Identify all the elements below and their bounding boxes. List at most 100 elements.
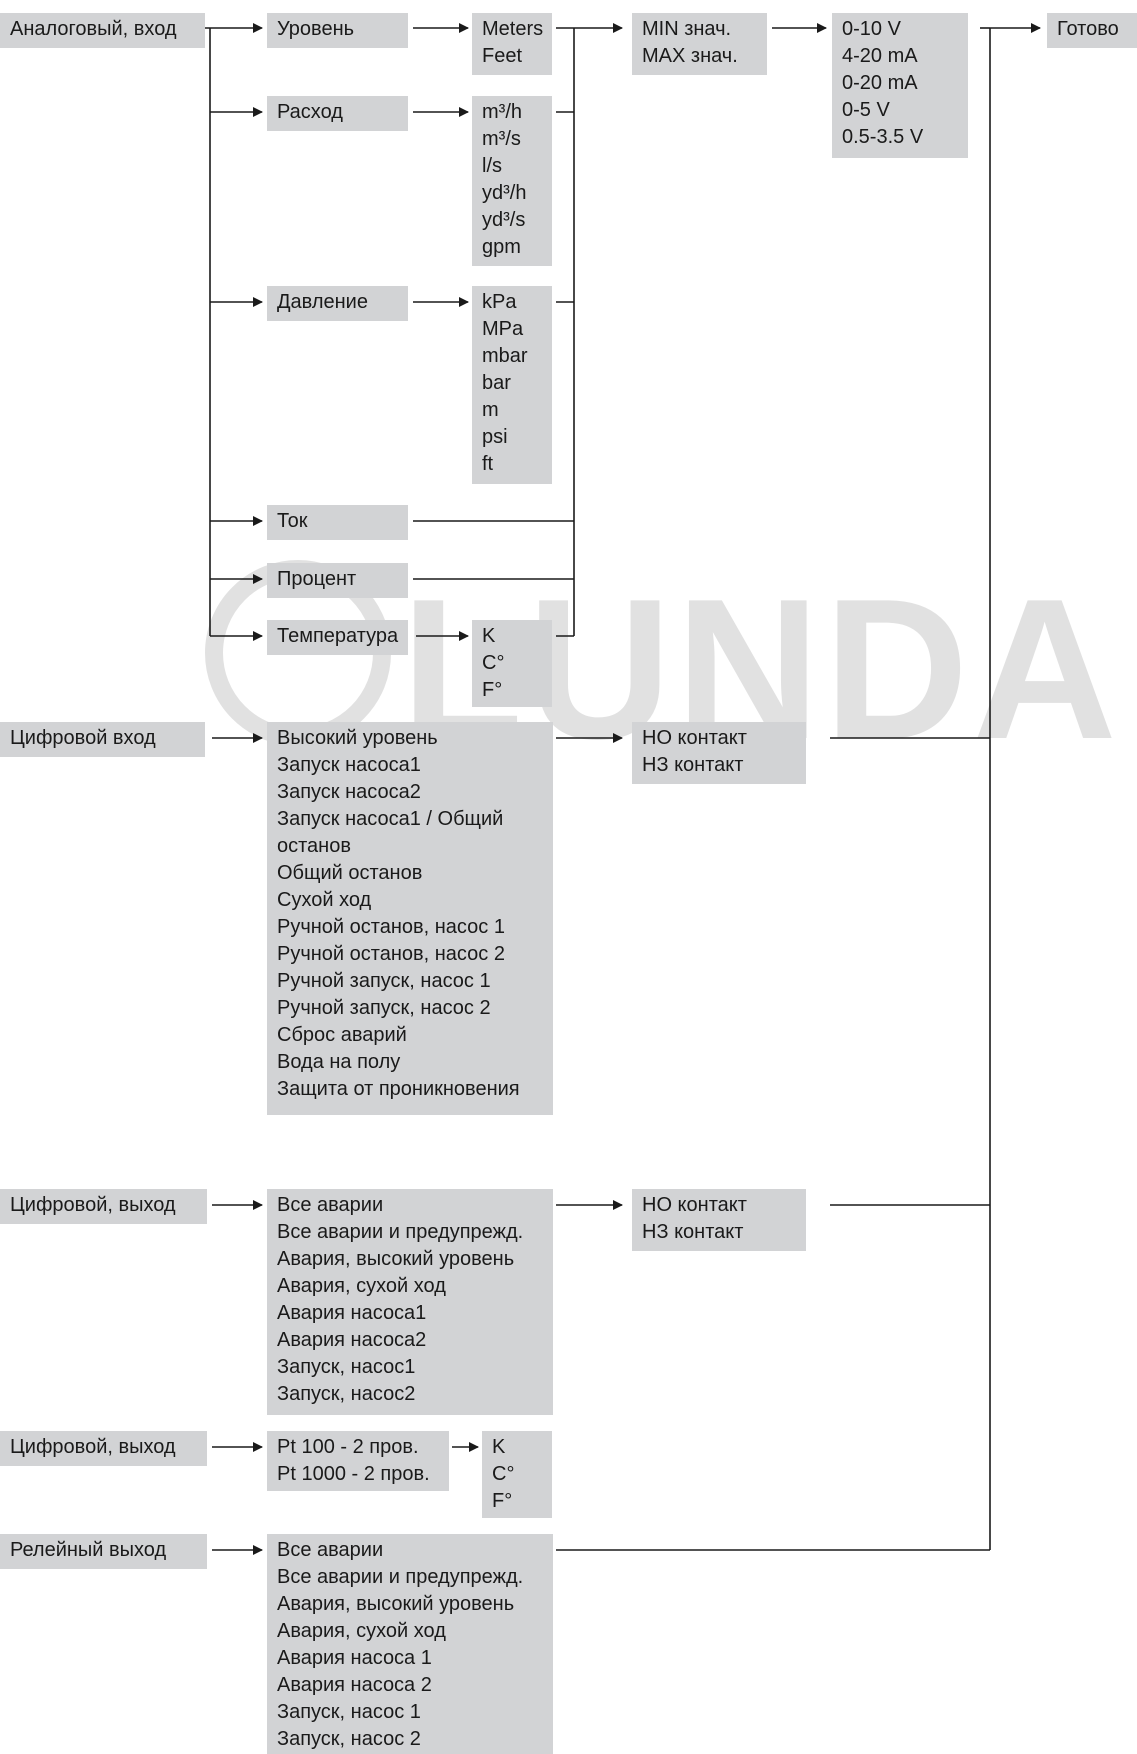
function-item: Ручной останов, насос 1	[277, 916, 505, 938]
unit-item: gpm	[482, 236, 521, 258]
function-item: Высокий уровень	[277, 727, 438, 749]
function-item: Ручной останов, насос 2	[277, 943, 505, 965]
function-item: Авария, высокий уровень	[277, 1248, 515, 1270]
sensor-item: Pt 1000 - 2 пров.	[277, 1463, 430, 1485]
function-item: Запуск, насос2	[277, 1383, 416, 1405]
unit-item: ft	[482, 453, 494, 475]
signal-item: 0-20 mA	[842, 72, 918, 94]
sensor-types-box: Pt 100 - 2 пров. Pt 1000 - 2 пров.	[267, 1431, 449, 1491]
type-pressure-box: Давление	[267, 286, 408, 321]
type-temperature-box: Температура	[267, 620, 408, 655]
function-item: Авария насоса 2	[277, 1674, 432, 1696]
minmax-item: MIN знач.	[642, 18, 732, 40]
type-percent-label: Процент	[277, 568, 357, 590]
unit-item: yd³/s	[482, 209, 526, 231]
relay-output-label: Релейный выход	[10, 1539, 167, 1561]
unit-item: K	[492, 1436, 506, 1458]
function-item: Авария насоса2	[277, 1329, 427, 1351]
signal-item: 0-10 V	[842, 18, 901, 40]
contacts-out-box: НО контакт НЗ контакт	[632, 1189, 806, 1251]
function-item: Авария, сухой ход	[277, 1275, 446, 1297]
sensor-item: Pt 100 - 2 пров.	[277, 1436, 419, 1458]
unit-item: kPa	[482, 291, 517, 313]
analog-input-label: Аналоговый, вход	[10, 18, 177, 40]
analog-input-box: Аналоговый, вход	[0, 13, 205, 48]
pressure-units-box: kPa MPa mbar bar m psi ft	[472, 286, 552, 484]
type-temperature-label: Температура	[277, 625, 399, 647]
unit-item: MPa	[482, 318, 524, 340]
done-box: Готово	[1047, 13, 1137, 48]
function-item: Авария, сухой ход	[277, 1620, 446, 1642]
contacts-in-box: НО контакт НЗ контакт	[632, 722, 806, 784]
unit-item: Meters	[482, 18, 544, 40]
type-percent-box: Процент	[267, 563, 408, 598]
function-item: Авария насоса 1	[277, 1647, 432, 1669]
type-flow-box: Расход	[267, 96, 408, 131]
function-item: Вода на полу	[277, 1051, 401, 1073]
flow-units-box: m³/h m³/s l/s yd³/h yd³/s gpm	[472, 96, 552, 266]
relay-functions-box: Все аварии Все аварии и предупрежд. Авар…	[267, 1534, 553, 1754]
function-item: Запуск насоса2	[277, 781, 421, 803]
digital-input-box: Цифровой вход	[0, 722, 205, 757]
function-item: Все аварии	[277, 1539, 384, 1561]
type-flow-label: Расход	[277, 101, 343, 123]
signal-item: 0.5-3.5 V	[842, 126, 924, 148]
function-item: Защита от проникновения	[277, 1078, 520, 1100]
function-item: Все аварии и предупрежд.	[277, 1221, 524, 1243]
function-item: Общий останов	[277, 862, 423, 884]
type-current-label: Ток	[277, 510, 308, 532]
digital-in-functions-box: Высокий уровень Запуск насоса1 Запуск на…	[267, 722, 553, 1115]
unit-item: l/s	[482, 155, 502, 177]
level-units-box: Meters Feet	[472, 13, 552, 75]
digital-input-label: Цифровой вход	[10, 727, 156, 749]
function-item: Запуск, насос 2	[277, 1728, 421, 1750]
digital-output-label-1: Цифровой, выход	[10, 1194, 176, 1216]
function-item: Запуск, насос 1	[277, 1701, 421, 1723]
minmax-item: MAX знач.	[642, 45, 738, 67]
type-level-label: Уровень	[277, 18, 355, 40]
type-pressure-label: Давление	[277, 291, 368, 313]
unit-item: mbar	[482, 345, 528, 367]
type-current-box: Ток	[267, 505, 408, 540]
unit-item: yd³/h	[482, 182, 527, 204]
unit-item: Feet	[482, 45, 523, 67]
signal-item: 0-5 V	[842, 99, 890, 121]
function-item: Запуск, насос1	[277, 1356, 416, 1378]
contact-item: НЗ контакт	[642, 754, 744, 776]
unit-item: psi	[482, 426, 508, 448]
function-item: Ручной запуск, насос 2	[277, 997, 491, 1019]
temperature-units-box: K C° F°	[472, 620, 552, 707]
minmax-box: MIN знач. MAX знач.	[632, 13, 767, 75]
function-item: Ручной запуск, насос 1	[277, 970, 491, 992]
function-item: Авария насоса1	[277, 1302, 427, 1324]
unit-item: m³/s	[482, 128, 521, 150]
sensor-temperature-units-box: K C° F°	[482, 1431, 552, 1518]
signal-item: 4-20 mA	[842, 45, 918, 67]
unit-item: m	[482, 399, 499, 421]
relay-output-box: Релейный выход	[0, 1534, 207, 1569]
unit-item: m³/h	[482, 101, 522, 123]
unit-item: C°	[492, 1463, 515, 1485]
function-item: останов	[277, 835, 351, 857]
digital-output-box-2: Цифровой, выход	[0, 1431, 207, 1466]
function-item: Запуск насоса1	[277, 754, 421, 776]
function-item: Запуск насоса1 / Общий	[277, 808, 504, 830]
digital-output-label-2: Цифровой, выход	[10, 1436, 176, 1458]
signal-box: 0-10 V 4-20 mA 0-20 mA 0-5 V 0.5-3.5 V	[832, 13, 968, 158]
function-item: Сухой ход	[277, 889, 372, 911]
unit-item: bar	[482, 372, 511, 394]
type-level-box: Уровень	[267, 13, 408, 48]
contact-item: НО контакт	[642, 727, 747, 749]
function-item: Все аварии и предупрежд.	[277, 1566, 524, 1588]
unit-item: F°	[482, 679, 503, 701]
function-item: Сброс аварий	[277, 1024, 407, 1046]
unit-item: K	[482, 625, 496, 647]
unit-item: F°	[492, 1490, 513, 1512]
digital-output-box-1: Цифровой, выход	[0, 1189, 207, 1224]
function-item: Все аварии	[277, 1194, 384, 1216]
unit-item: C°	[482, 652, 505, 674]
digital-out-functions-box: Все аварии Все аварии и предупрежд. Авар…	[267, 1189, 553, 1415]
done-label: Готово	[1057, 18, 1119, 40]
function-item: Авария, высокий уровень	[277, 1593, 515, 1615]
